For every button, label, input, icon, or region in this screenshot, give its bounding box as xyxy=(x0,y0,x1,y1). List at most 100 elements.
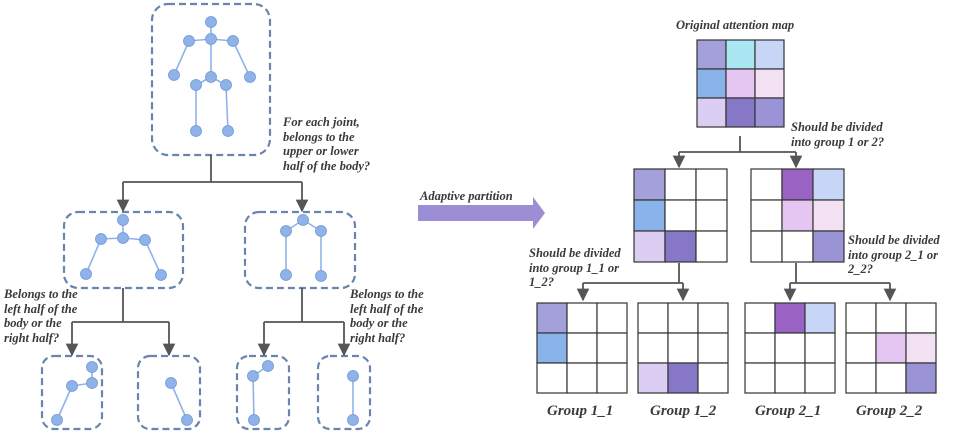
matrix-cell xyxy=(695,230,728,263)
joint-node xyxy=(220,79,232,91)
matrix-cell xyxy=(725,68,756,99)
matrix-cell xyxy=(566,302,598,334)
original-map-title: Original attention map xyxy=(676,18,795,32)
matrix-cell xyxy=(664,230,697,263)
group-1-1-label: Group 1_1 xyxy=(547,403,614,419)
matrix-cell xyxy=(637,302,669,334)
matrix-group1 xyxy=(633,168,728,263)
matrix-cell xyxy=(781,168,814,201)
matrix-cell xyxy=(804,362,836,394)
matrix-cell xyxy=(664,168,697,201)
joint-node xyxy=(95,233,107,245)
matrix-cell xyxy=(750,230,783,263)
matrix-cell xyxy=(744,362,776,394)
joint-node xyxy=(86,361,98,373)
matrix-cell xyxy=(695,199,728,232)
matrix-cell xyxy=(637,362,669,394)
joint-node xyxy=(244,71,256,83)
matrix-cell xyxy=(566,362,598,394)
matrix-group2-1 xyxy=(744,302,836,394)
matrix-cell xyxy=(774,302,806,334)
group-2-1-label: Group 2_1 xyxy=(755,403,822,419)
matrix-cell xyxy=(633,168,666,201)
matrix-cell xyxy=(536,362,568,394)
matrix-group2-2 xyxy=(845,302,937,394)
matrix-original xyxy=(696,39,785,128)
matrix-cell xyxy=(875,362,907,394)
joint-node xyxy=(168,69,180,81)
matrix-cell xyxy=(637,332,669,364)
matrix-cell xyxy=(774,332,806,364)
joint-node xyxy=(315,225,327,237)
root-question-label: For each joint, belongs to the upper or … xyxy=(283,115,371,173)
matrix-cell xyxy=(774,362,806,394)
joint-node xyxy=(280,225,292,237)
matrix-cell xyxy=(804,302,836,334)
matrix-cell xyxy=(845,302,877,334)
matrix-cell xyxy=(633,199,666,232)
joint-node xyxy=(117,232,129,244)
joint-node xyxy=(190,125,202,137)
matrix-cell xyxy=(845,362,877,394)
joint-node xyxy=(347,370,359,382)
matrix-cell xyxy=(744,332,776,364)
divide-2x-label: Should be divided into group 2_1 or 2_2? xyxy=(848,233,940,276)
joint-node xyxy=(280,269,292,281)
matrix-cell xyxy=(750,199,783,232)
matrix-cell xyxy=(664,199,697,232)
matrix-cell xyxy=(566,332,598,364)
matrix-cell xyxy=(750,168,783,201)
joint-node xyxy=(117,214,129,226)
joint-node xyxy=(222,125,234,137)
matrix-cell xyxy=(696,39,727,70)
joint-node xyxy=(205,16,217,28)
skeleton-box-upper-right xyxy=(136,354,202,431)
joint-node xyxy=(190,79,202,91)
matrix-cell xyxy=(633,230,666,263)
matrix-cell xyxy=(536,332,568,364)
matrix-cell xyxy=(845,332,877,364)
joint-node xyxy=(248,414,260,426)
joint-node xyxy=(80,268,92,280)
joint-node xyxy=(262,360,274,372)
group-2-2-label: Group 2_2 xyxy=(856,403,923,419)
joint-node xyxy=(297,214,309,226)
right-question-label: Belongs to the left half of the body or … xyxy=(350,287,424,345)
matrix-cell xyxy=(596,332,628,364)
matrix-cell xyxy=(696,97,727,128)
joint-node xyxy=(205,71,217,83)
matrix-cell xyxy=(667,302,699,334)
matrix-group1-2 xyxy=(637,302,729,394)
matrix-cell xyxy=(697,332,729,364)
joint-node xyxy=(66,380,78,392)
matrix-cell xyxy=(754,39,785,70)
matrix-cell xyxy=(697,362,729,394)
adaptive-partition-arrow xyxy=(418,197,545,229)
matrix-cell xyxy=(744,302,776,334)
joint-node xyxy=(155,269,167,281)
joint-node xyxy=(227,35,239,47)
matrix-cell xyxy=(725,97,756,128)
joint-node xyxy=(347,414,359,426)
joint-node xyxy=(183,35,195,47)
matrix-cell xyxy=(804,332,836,364)
matrix-cell xyxy=(754,68,785,99)
matrix-cell xyxy=(667,332,699,364)
joint-node xyxy=(86,377,98,389)
joint-node xyxy=(165,377,177,389)
matrix-cell xyxy=(875,332,907,364)
matrix-cell xyxy=(812,168,845,201)
joint-node xyxy=(139,234,151,246)
matrix-group1-1 xyxy=(536,302,628,394)
matrix-cell xyxy=(905,302,937,334)
matrix-cell xyxy=(875,302,907,334)
joint-node xyxy=(247,370,259,382)
matrix-group2 xyxy=(750,168,845,263)
matrix-cell xyxy=(754,97,785,128)
joint-node xyxy=(205,33,217,45)
matrix-cell xyxy=(812,230,845,263)
matrix-cell xyxy=(596,362,628,394)
matrix-cell xyxy=(667,362,699,394)
left-question-label: Belongs to the left half of the body or … xyxy=(4,287,78,345)
